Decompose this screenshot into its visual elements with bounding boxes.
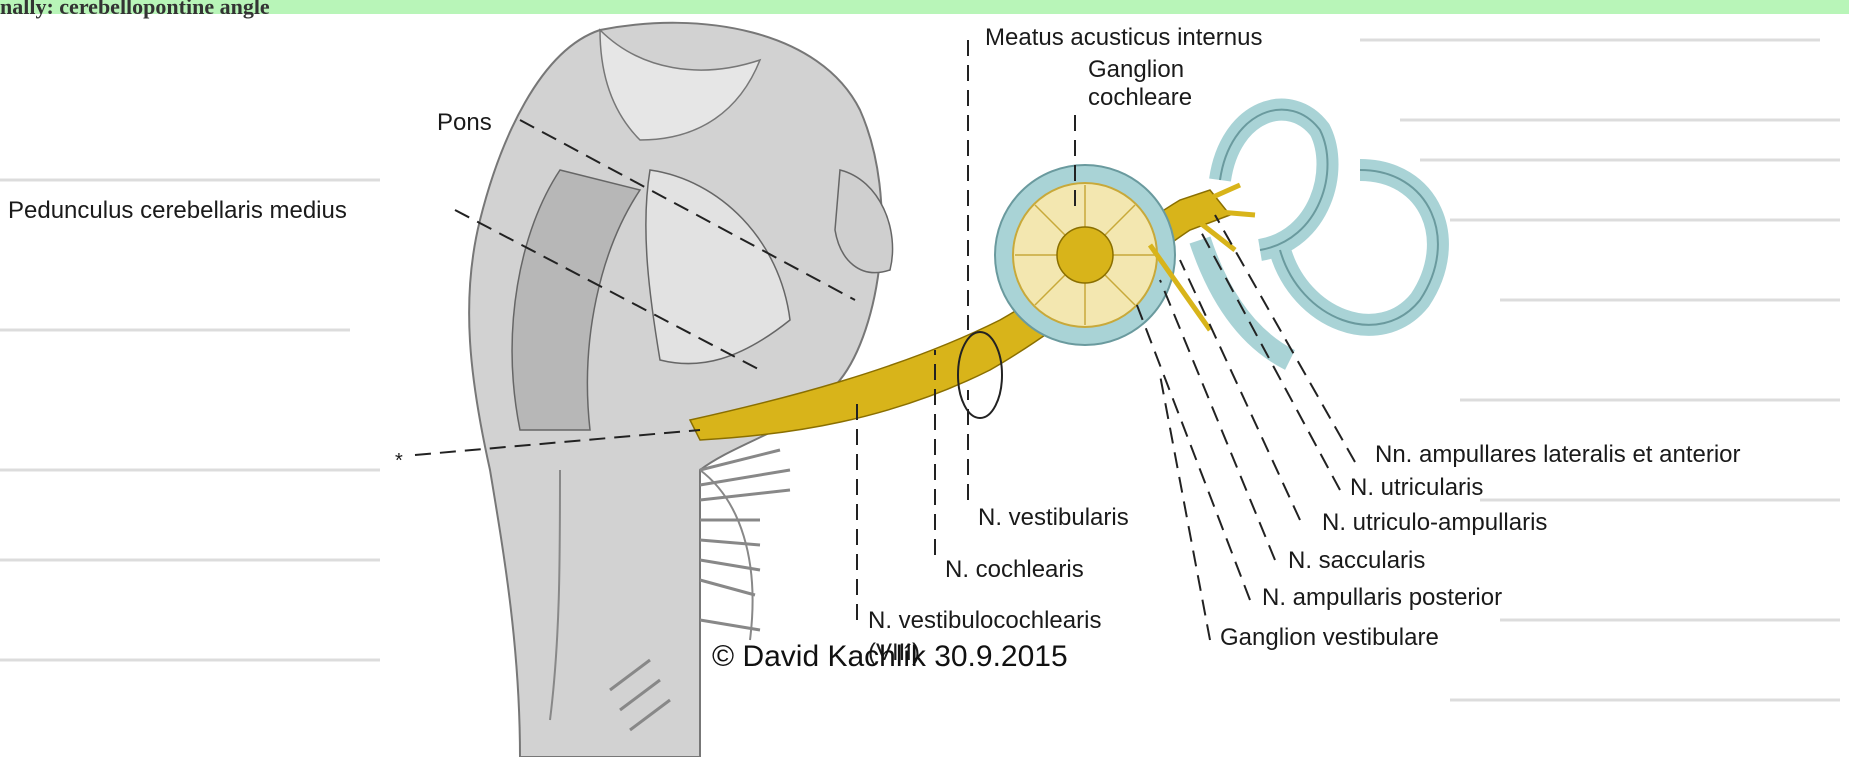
label-ganglion-vestibulare: Ganglion vestibulare: [1220, 625, 1439, 651]
label-pons: Pons: [437, 110, 492, 136]
label-meatus: Meatus acusticus internus: [985, 25, 1262, 51]
label-ganglion-cochleare-line2: cochleare: [1088, 85, 1192, 111]
label-pedunculus: Pedunculus cerebellaris medius: [8, 198, 347, 224]
copyright-text: © David Kachlík 30.9.2015: [712, 640, 1068, 674]
labyrinth-illustration: [1200, 110, 1438, 360]
label-asterisk: *: [395, 448, 403, 474]
label-n-utriculo-ampullaris: N. utriculo-ampullaris: [1322, 510, 1547, 536]
label-n-cochlearis: N. cochlearis: [945, 557, 1084, 583]
cochlea-illustration: [995, 165, 1175, 345]
label-n-vestibulocochlearis: N. vestibulocochlearis: [868, 608, 1101, 634]
label-n-vestibularis: N. vestibularis: [978, 505, 1129, 531]
label-ganglion-cochleare-line1: Ganglion: [1088, 57, 1184, 83]
label-n-utricularis: N. utricularis: [1350, 475, 1483, 501]
label-n-ampullaris-posterior: N. ampullaris posterior: [1262, 585, 1502, 611]
label-nn-ampullares: Nn. ampullares lateralis et anterior: [1375, 442, 1741, 468]
label-n-saccularis: N. saccularis: [1288, 548, 1425, 574]
